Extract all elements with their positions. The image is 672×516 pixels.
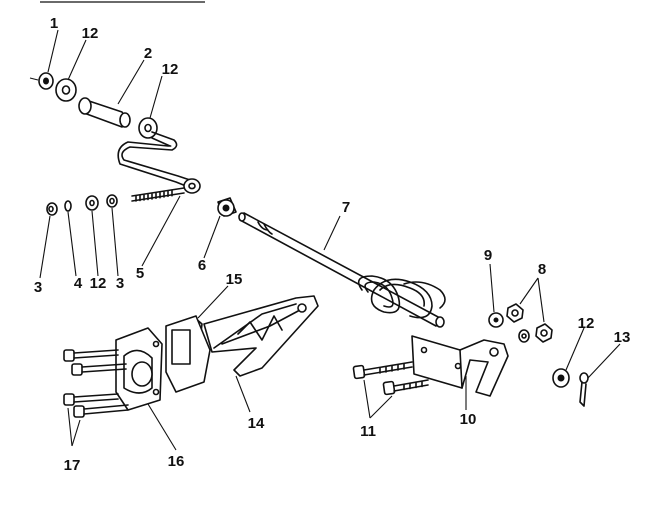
part-1-washer (29, 72, 54, 90)
part-12-washer-d (552, 368, 570, 388)
callout-3-a: 3 (34, 279, 42, 296)
callout-6: 6 (198, 257, 206, 274)
callout-7: 7 (342, 199, 350, 216)
part-3-nut-b (106, 194, 118, 208)
part-14-frame-arm (165, 295, 319, 393)
callout-2: 2 (144, 45, 152, 62)
callout-12-a: 12 (82, 25, 99, 42)
part-11-bolts (352, 361, 429, 396)
callout-3-b: 3 (116, 275, 124, 292)
part-4-lockwasher (64, 200, 72, 212)
callout-11: 11 (360, 423, 376, 440)
part-2-sleeve (78, 97, 131, 128)
leader-lines (39, 29, 621, 451)
callout-16: 16 (168, 453, 185, 470)
callout-14: 14 (248, 415, 265, 432)
part-16-clamp (115, 327, 163, 411)
callout-10: 10 (460, 411, 477, 428)
callout-12-c: 12 (90, 275, 107, 292)
part-6-bushing (217, 197, 237, 217)
callout-9: 9 (484, 247, 492, 264)
callout-15: 15 (226, 271, 243, 288)
part-12-washer-a (55, 78, 77, 102)
part-12-washer-b (138, 117, 158, 139)
part-9-washer (488, 312, 504, 328)
callout-8: 8 (538, 261, 546, 278)
part-10-bracket (411, 335, 509, 397)
part-7-auger-shaft (238, 212, 446, 328)
part-17-bolts (63, 349, 129, 418)
callout-labels: 1 12 2 12 3 4 12 3 5 6 7 9 8 12 13 15 14… (34, 15, 631, 474)
callout-5: 5 (136, 265, 144, 282)
callout-12-b: 12 (162, 61, 179, 78)
callout-13: 13 (614, 329, 631, 346)
part-3-nut-a (46, 202, 58, 216)
callout-4: 4 (74, 275, 83, 292)
callout-17: 17 (64, 457, 81, 474)
callout-12-d: 12 (578, 315, 595, 332)
part-8-hardware (506, 303, 553, 343)
part-13-cotter-pin (579, 372, 589, 407)
part-12-washer-c (85, 195, 99, 211)
crank-rod (117, 131, 191, 187)
part-5-eye-bolt (131, 178, 201, 202)
callout-1: 1 (50, 15, 58, 32)
